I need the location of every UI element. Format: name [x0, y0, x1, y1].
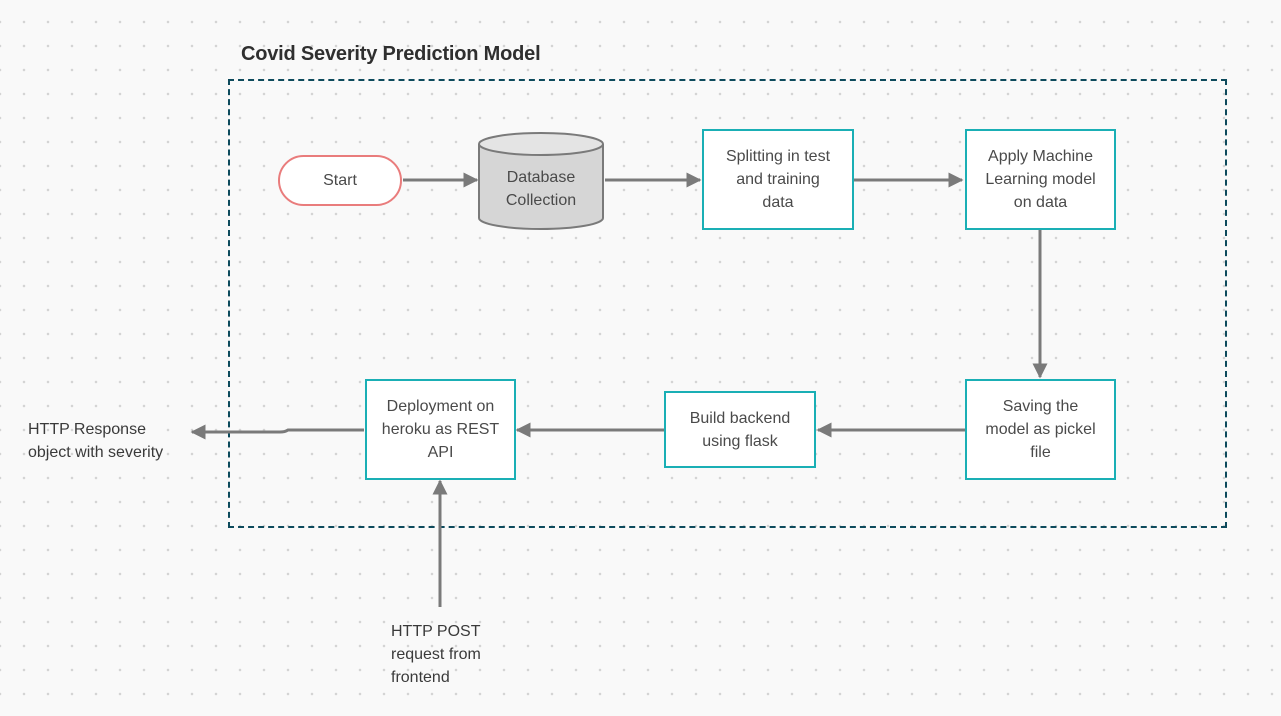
start-node[interactable]: Start	[278, 155, 402, 206]
save-model-node[interactable]: Saving the model as pickel file	[965, 379, 1116, 480]
response-label-line: HTTP Response	[28, 421, 146, 438]
apply-ml-node[interactable]: Apply Machine Learning model on data	[965, 129, 1116, 230]
backend-label-line: using flask	[702, 432, 778, 450]
apply-ml-label-line: on data	[1013, 194, 1068, 211]
deploy-label-line: API	[427, 444, 454, 461]
apply-ml-label-line: Learning model	[985, 171, 1096, 188]
split-label-line: Splitting in test	[725, 148, 831, 165]
request-label-line: HTTP POST	[391, 623, 481, 640]
split-data-node[interactable]: Splitting in test and training data	[702, 129, 854, 230]
diagram-title: Covid Severity Prediction Model	[241, 43, 541, 65]
http-request-label: HTTP POST request from frontend	[391, 620, 481, 689]
request-label-line: request from	[391, 646, 481, 663]
start-node-label: Start	[323, 172, 357, 189]
http-response-label: HTTP Response object with severity	[28, 418, 163, 464]
save-model-label-line: Saving the	[1002, 398, 1079, 415]
arrow-deploy-to-response	[190, 424, 364, 440]
database-node-label: Database Collection	[478, 162, 604, 216]
split-label-line: data	[762, 194, 794, 211]
apply-ml-label-line: Apply Machine	[988, 148, 1093, 165]
response-label-line: object with severity	[28, 444, 164, 461]
save-model-label-line: file	[1030, 444, 1051, 461]
database-icon[interactable]	[478, 132, 604, 230]
deployment-node[interactable]: Deployment on heroku as REST API	[365, 379, 516, 480]
request-label-line: frontend	[391, 669, 450, 686]
backend-label-line: Build backend	[689, 409, 791, 427]
database-label-line: Collection	[505, 192, 577, 209]
database-label-line: Database	[506, 169, 576, 186]
deploy-label-line: heroku as REST	[381, 421, 500, 438]
split-label-line: and training	[736, 171, 820, 188]
build-backend-node[interactable]: Build backend using flask	[664, 391, 816, 468]
deploy-label-line: Deployment on	[386, 398, 495, 415]
save-model-label-line: model as pickel	[985, 421, 1096, 438]
model-boundary	[228, 79, 1227, 528]
